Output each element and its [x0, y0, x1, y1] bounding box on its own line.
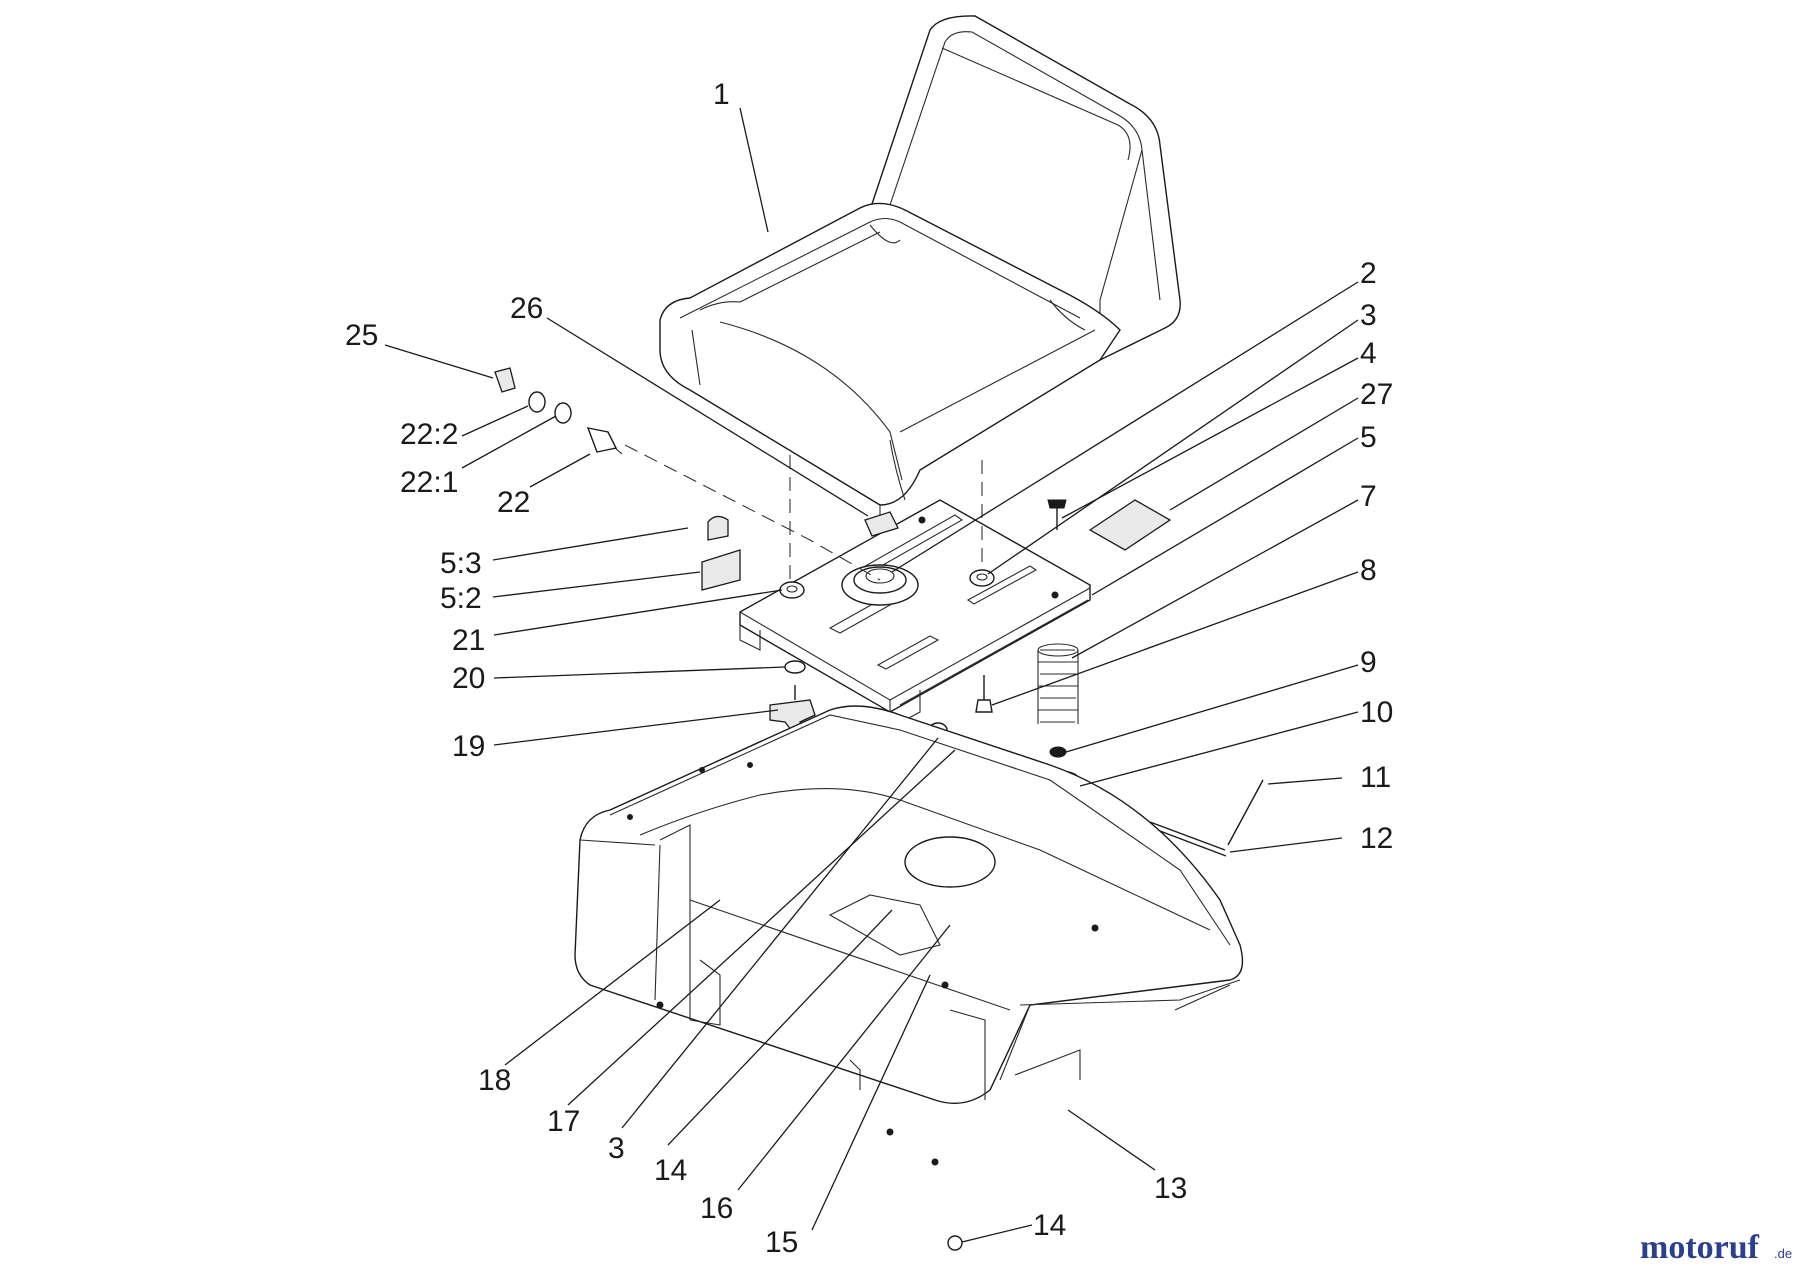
leader-lines: [384, 107, 1359, 1243]
label-part-22: 22: [497, 486, 530, 519]
label-part-3: 3: [608, 1132, 625, 1165]
label-part-14: 14: [654, 1154, 687, 1187]
fender-base: [574, 705, 1244, 1166]
label-part-2: 2: [1360, 257, 1377, 290]
label-part-26: 26: [510, 292, 543, 325]
label-part-18: 18: [478, 1064, 511, 1097]
label-part-7: 7: [1360, 480, 1377, 513]
label-part-21: 21: [452, 624, 485, 657]
label-part-17: 17: [547, 1105, 580, 1138]
label-part-19: 19: [452, 730, 485, 763]
label-part-5-2: 5:2: [440, 582, 482, 615]
label-part-13: 13: [1154, 1172, 1187, 1205]
label-part-4: 4: [1360, 337, 1377, 370]
label-part-22-2: 22:2: [400, 418, 458, 451]
label-part-9: 9: [1360, 646, 1377, 679]
label-part-3: 3: [1360, 299, 1377, 332]
label-part-5-3: 5:3: [440, 547, 482, 580]
label-part-27: 27: [1360, 378, 1393, 411]
label-part-8: 8: [1360, 554, 1377, 587]
label-part-16: 16: [700, 1192, 733, 1225]
watermark-logo: motoruf .de: [1640, 1229, 1792, 1266]
label-part-5: 5: [1360, 421, 1377, 454]
label-part-20: 20: [452, 662, 485, 695]
label-part-14: 14: [1033, 1209, 1066, 1242]
seat-plate: [739, 499, 1091, 737]
label-part-10: 10: [1360, 696, 1393, 729]
label-part-1: 1: [713, 78, 730, 111]
part-labels: 1 2 3 4 27 5 7 8 9 10 11 12 13 14 15 16 …: [345, 78, 1393, 1259]
watermark-brand: motoruf: [1640, 1229, 1760, 1266]
watermark-suffix: .de: [1774, 1246, 1792, 1261]
label-part-11: 11: [1360, 761, 1391, 794]
label-part-12: 12: [1360, 822, 1393, 855]
label-part-25: 25: [345, 319, 378, 352]
label-part-22-1: 22:1: [400, 466, 458, 499]
label-part-15: 15: [765, 1226, 798, 1259]
seat: [659, 15, 1181, 526]
